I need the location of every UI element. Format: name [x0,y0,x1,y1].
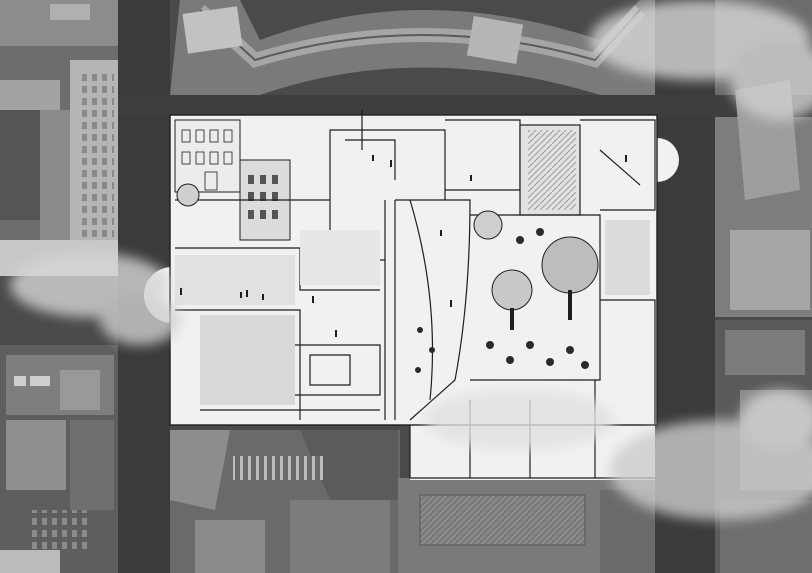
tree-icon [176,183,599,330]
building-top-curved [170,0,655,95]
building-bottom [170,430,655,573]
plan-shading [175,130,650,405]
cafe-table-icon [415,228,589,373]
building-top-left [0,0,118,276]
cloud-overlay [10,0,812,520]
plan-drawing [144,110,679,480]
person-icon [180,155,627,337]
building-bottom-left [0,345,118,573]
